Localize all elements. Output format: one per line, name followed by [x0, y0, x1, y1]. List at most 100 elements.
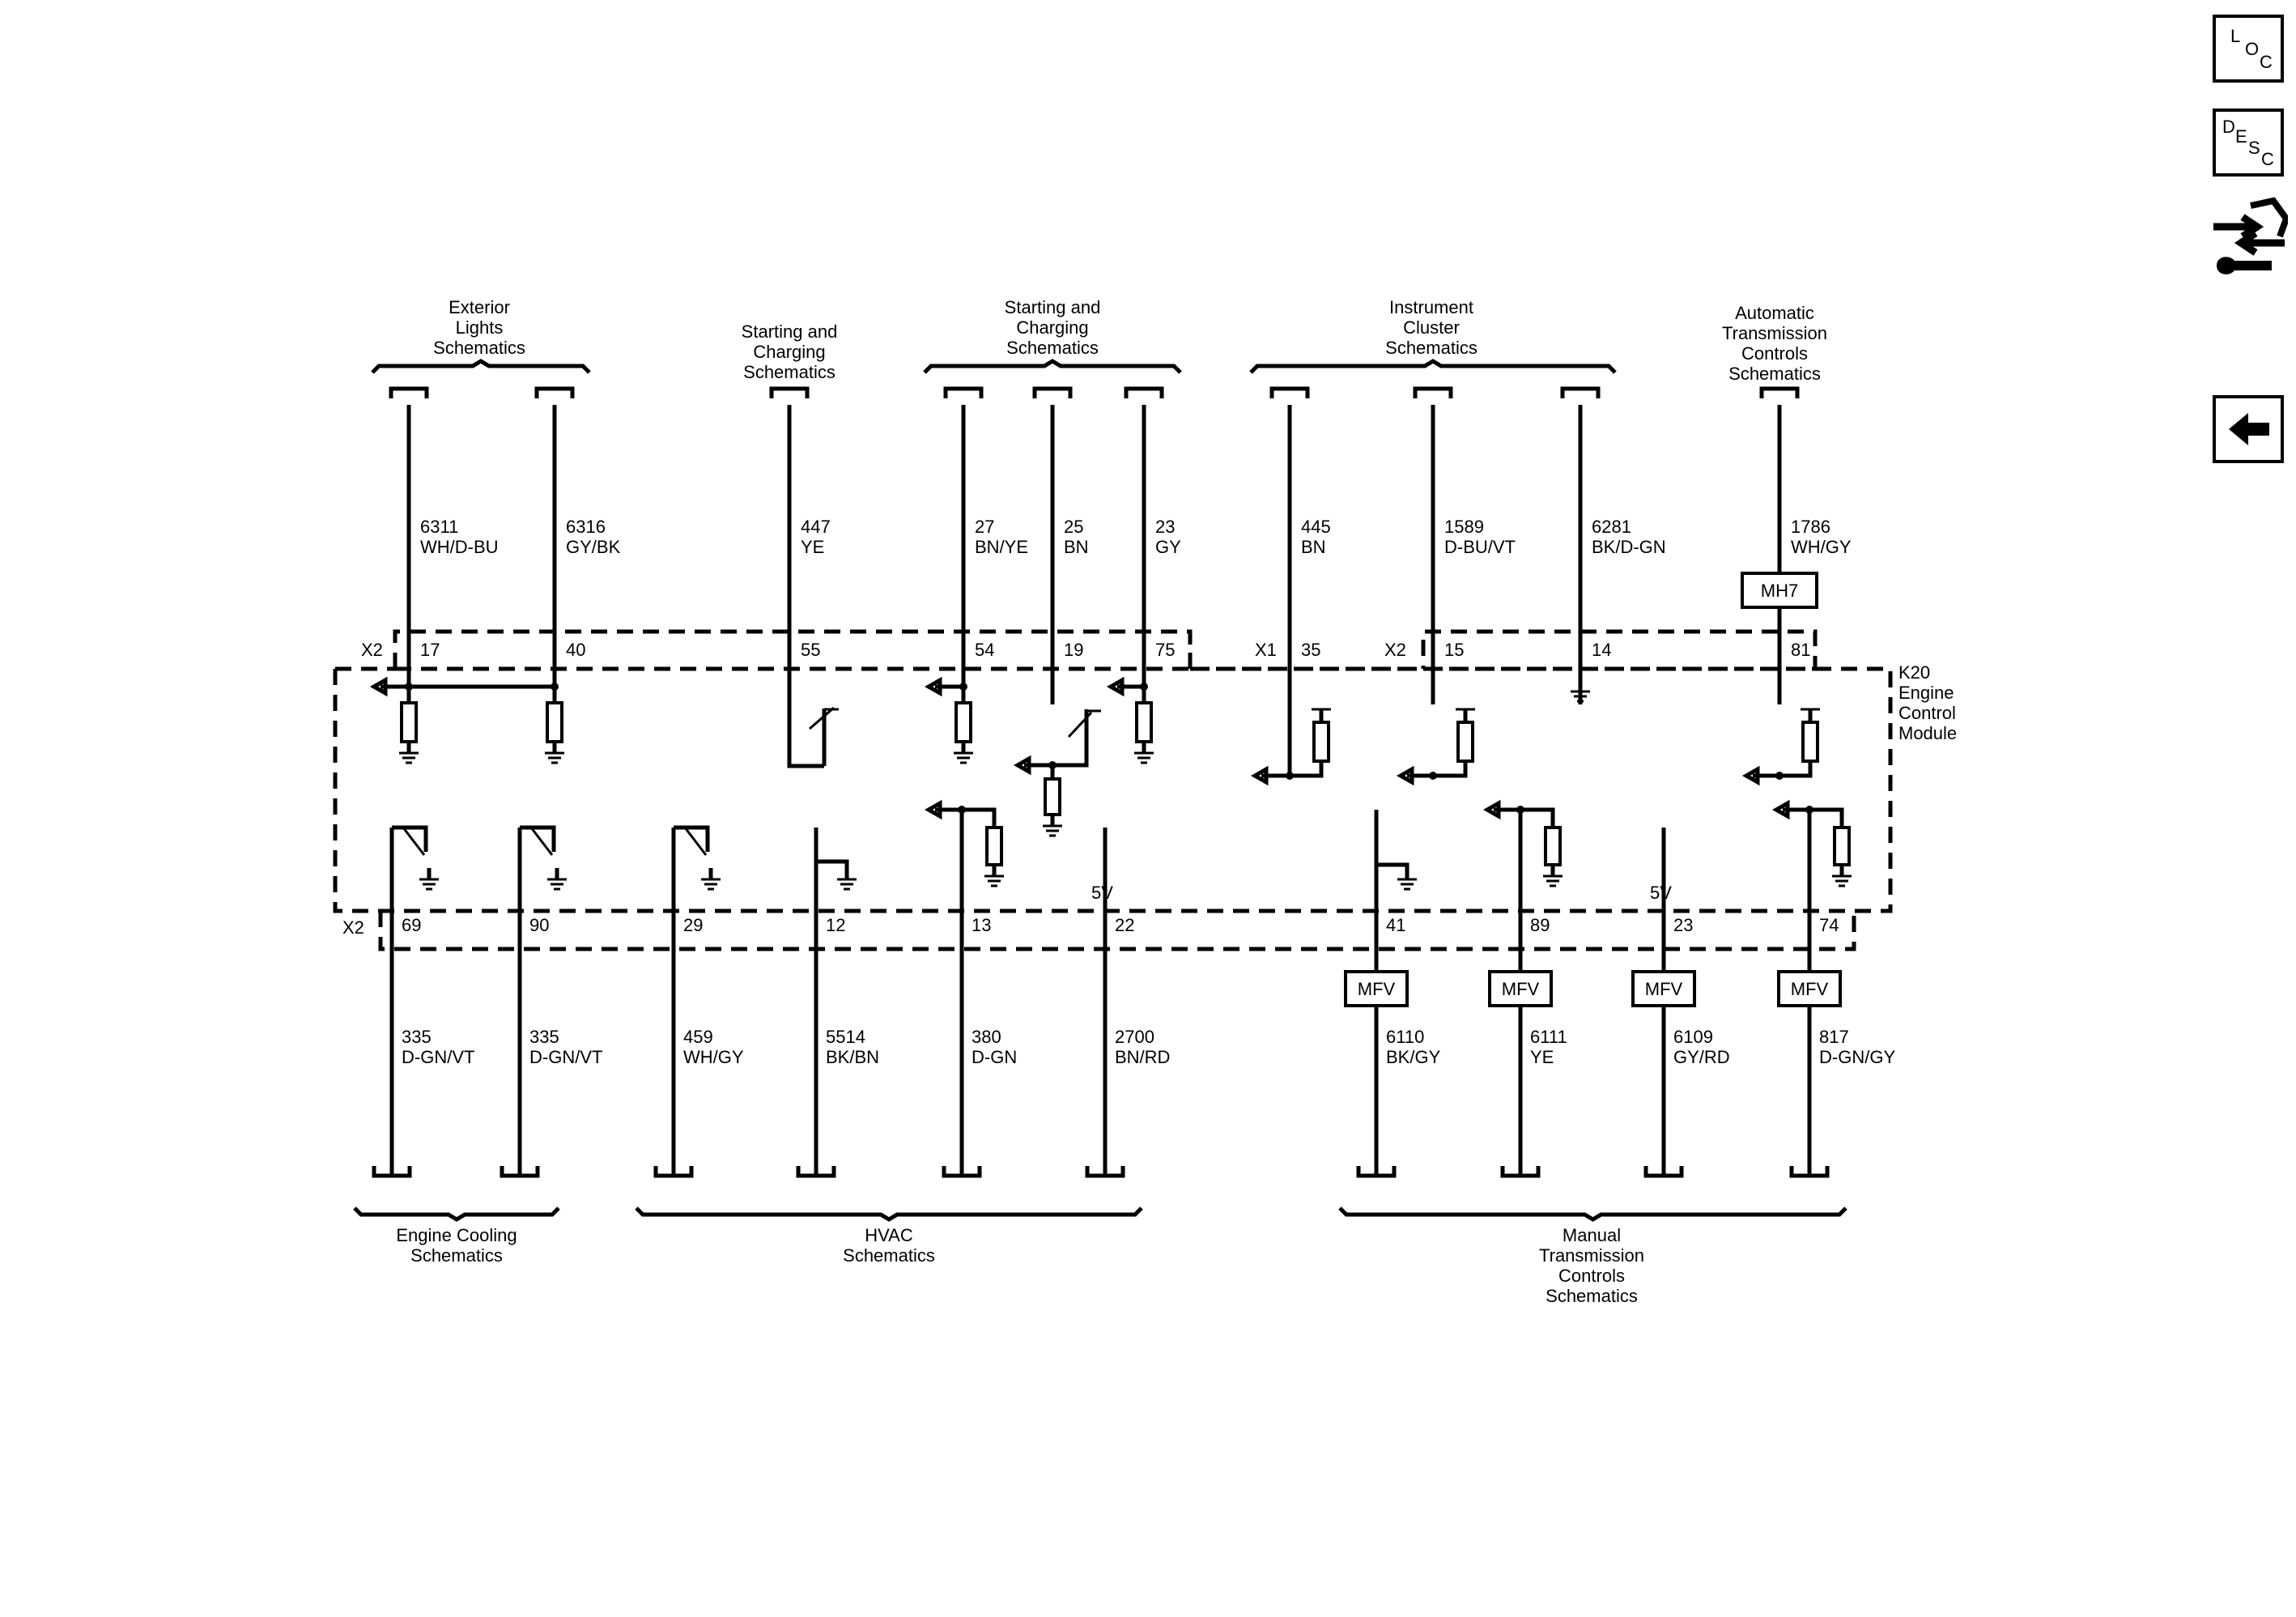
- group-brace: [1249, 359, 1617, 374]
- wire-color: YE: [1530, 1047, 1554, 1067]
- switch-blade: [529, 827, 554, 856]
- switch: [392, 825, 428, 852]
- circuit-number: 459: [683, 1027, 713, 1047]
- wires: [333, 405, 1893, 1176]
- back-button[interactable]: [2213, 395, 2284, 463]
- bottom-group-heading: Controls: [1558, 1266, 1625, 1286]
- mfv-device-label: MFV: [1502, 979, 1540, 999]
- junction-dot: [551, 683, 559, 691]
- connector-x2-bottom: [378, 911, 1856, 951]
- resistor: [546, 701, 563, 743]
- internal-wire: [1433, 761, 1468, 778]
- resistor: [1544, 826, 1562, 866]
- pin-number: 55: [801, 640, 820, 660]
- arrow-head: [1482, 799, 1501, 820]
- arrow-head: [924, 676, 942, 697]
- internal-wire: [1779, 761, 1813, 778]
- mfv-device-label: MFV: [1791, 979, 1829, 999]
- switch: [787, 704, 827, 768]
- wire-color: BK/GY: [1386, 1047, 1441, 1067]
- top-group-heading: Charging: [1016, 317, 1088, 338]
- loc-letter-c: C: [2260, 52, 2273, 72]
- top-group-heading: Lights: [456, 317, 504, 338]
- connector-end-view-icon[interactable]: [2210, 194, 2290, 283]
- circuit-number: 6311: [420, 517, 458, 537]
- arrow-head: [1013, 755, 1031, 776]
- desc-letter-e: E: [2235, 126, 2247, 147]
- arrow-head: [1396, 765, 1414, 786]
- internal-wire: [1520, 807, 1555, 828]
- group-brace: [1338, 1206, 1847, 1222]
- location-button[interactable]: L O C: [2213, 15, 2284, 83]
- resistor: [1044, 777, 1061, 816]
- top-group-heading: Schematics: [743, 362, 835, 382]
- circuit-number: 335: [402, 1027, 432, 1047]
- bottom-group-heading: Manual: [1563, 1225, 1621, 1245]
- internal-wire: [1376, 862, 1409, 868]
- voltage-label: 5V: [1650, 883, 1672, 903]
- switch: [674, 825, 710, 852]
- connector-x2-label: X2: [342, 917, 364, 938]
- pin-number: 40: [566, 640, 585, 660]
- pin-number: 14: [1592, 640, 1611, 660]
- pin-number: 12: [826, 915, 845, 935]
- circuit-number: 6111: [1530, 1027, 1567, 1047]
- mfv-device: [1488, 970, 1553, 1007]
- wire-color: D-GN/GY: [1819, 1047, 1895, 1067]
- wire-color: D-BU/VT: [1444, 537, 1516, 557]
- resistor: [985, 826, 1003, 866]
- circuit-number: 6110: [1386, 1027, 1424, 1047]
- internal-wire: [1290, 761, 1324, 778]
- internal-wire: [962, 807, 997, 828]
- terminal: [1759, 386, 1800, 398]
- terminal: [1500, 1166, 1541, 1178]
- circuit-number: 445: [1301, 517, 1331, 537]
- switch: [1052, 709, 1089, 768]
- pin-number: 22: [1115, 915, 1134, 935]
- wire-color: D-GN: [972, 1047, 1017, 1067]
- mh7-device-label: MH7: [1761, 581, 1798, 601]
- circuit-number: 25: [1064, 517, 1083, 537]
- bottom-group-heading: Engine Cooling: [396, 1225, 517, 1245]
- circuit-number: 6316: [566, 517, 606, 537]
- loc-letter-o: O: [2245, 39, 2260, 59]
- wire-color: WH/GY: [683, 1047, 744, 1067]
- circuit-number: 447: [801, 517, 831, 537]
- resistor: [400, 701, 418, 743]
- pin-number: 89: [1530, 915, 1550, 935]
- terminal: [1560, 386, 1601, 398]
- arrow-head: [924, 799, 942, 820]
- circuit-number: 380: [972, 1027, 1001, 1047]
- arrow-head: [1106, 676, 1125, 697]
- bottom-group-heading: Schematics: [843, 1245, 935, 1266]
- pin-number: 29: [683, 915, 703, 935]
- description-button[interactable]: D E S C: [2213, 109, 2284, 177]
- group-brace: [353, 1206, 560, 1222]
- arrow-head: [1741, 765, 1760, 786]
- mh7-device: [1741, 572, 1818, 609]
- junction-dot: [1140, 683, 1148, 691]
- group-brace: [371, 359, 591, 374]
- mfv-device: [1631, 970, 1696, 1007]
- switch-blade: [402, 827, 426, 856]
- resistor: [1456, 721, 1474, 763]
- circuit-number: 6109: [1673, 1027, 1713, 1047]
- terminal: [796, 1166, 836, 1178]
- wire-color: GY: [1155, 537, 1181, 557]
- circuit-number: 2700: [1115, 1027, 1154, 1047]
- top-group-heading: Schematics: [1385, 338, 1478, 358]
- module-outline: [333, 666, 1893, 913]
- wire-color: YE: [801, 537, 824, 557]
- pin-number: 90: [529, 915, 549, 935]
- switch: [520, 825, 556, 852]
- wire-color: WH/GY: [1791, 537, 1852, 557]
- resistor: [1135, 701, 1153, 743]
- pin-number: 13: [972, 915, 991, 935]
- terminal: [1789, 1166, 1830, 1178]
- top-group-heading: Cluster: [1403, 317, 1460, 338]
- terminal: [1032, 386, 1073, 398]
- terminal: [534, 386, 575, 398]
- top-group-heading: Schematics: [1728, 364, 1821, 384]
- terminal: [1643, 1166, 1684, 1178]
